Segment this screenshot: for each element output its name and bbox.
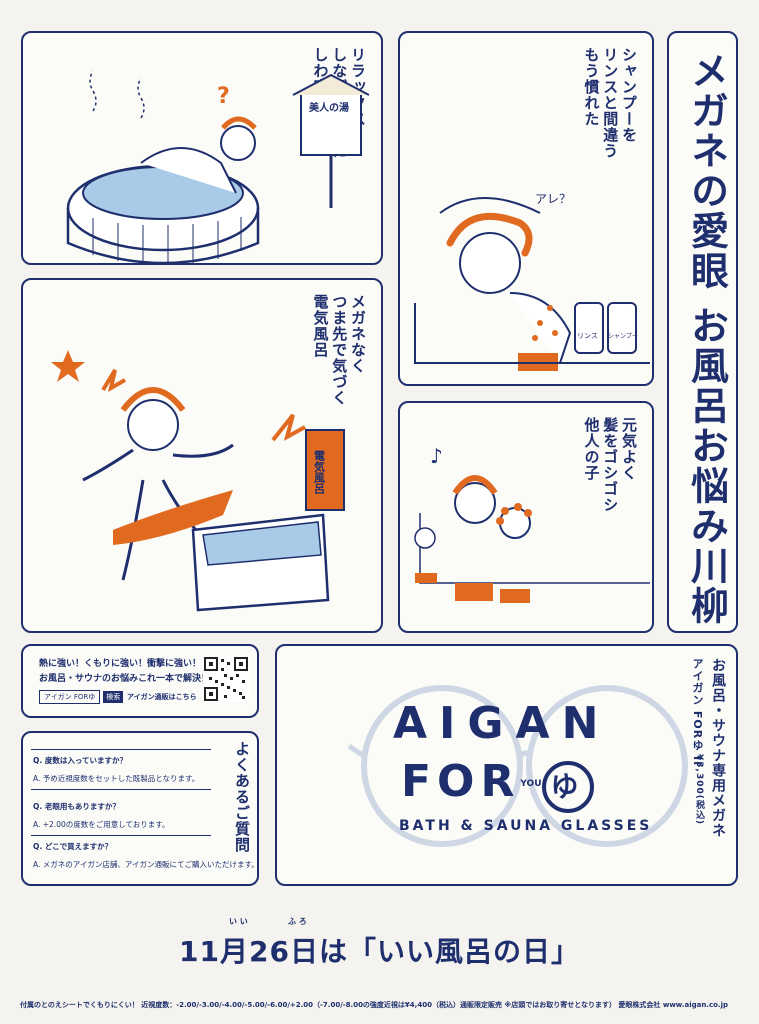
page-title: メガネの愛眼 お風呂お悩み川柳 — [684, 51, 729, 627]
sign-text: 美人の湯 — [309, 101, 349, 114]
svg-text:♪: ♪ — [430, 444, 443, 468]
verse-4-line-3: 他人の子 — [582, 417, 601, 481]
faq-divider — [31, 835, 211, 836]
faq-answer-1: A. 予め近視度数をセットした既製品となります。 — [33, 774, 200, 783]
search-box[interactable]: アイガン FORゆ 検索 — [39, 690, 124, 704]
glasses-illustration — [347, 685, 688, 847]
manga-panel-electric-bath: メガネなく つま先で気づく 電気風呂 電気風呂 — [21, 278, 383, 633]
verse-2-line-3: もう慣れた — [582, 47, 601, 127]
logo-you: YOU — [520, 779, 542, 789]
manga-panel-kid: 元気よく 髪をゴシゴシ 他人の子 ♪ — [398, 401, 654, 633]
logo-for-text: FOR — [401, 756, 521, 807]
verse-2-line-1: シャンプーを — [620, 47, 638, 143]
logo-yu: ゆ — [541, 761, 594, 813]
faq-heading: よくあるご質問 — [233, 741, 251, 853]
bath-day-line: 11月26日は「いい風呂の日」 — [179, 935, 580, 968]
verse-4-line-2: 髪をゴシゴシ — [601, 417, 620, 513]
shop-link[interactable]: アイガン通販はこちら — [127, 693, 197, 701]
footer-notes: 付属のとのえシートでくもりにくい！ 近視度数：-2.00/-3.00/-4.00… — [20, 1001, 728, 1009]
verse-2: シャンプーを リンスと間違う もう慣れた — [582, 47, 639, 159]
verse-3-line-1: メガネなく — [349, 294, 367, 374]
electric-bath-sign: 電気風呂 — [313, 450, 326, 495]
faq-question-1: Q. 度数は入っていますか？ — [33, 756, 127, 765]
verse-2-line-2: リンスと間違う — [601, 47, 620, 159]
info-line-1: 熱に強い！くもりに強い！衝撃に強い！ — [39, 659, 202, 669]
electric-bath-illustration: 電気風呂 — [51, 350, 345, 612]
manga-panel-shampoo: シャンプーを リンスと間違う もう慣れた リンス シャンプー アレ？ — [398, 31, 654, 386]
qr-code-icon[interactable] — [203, 656, 249, 702]
product-tagline: お風呂・サウナ専用メガネ — [710, 658, 726, 838]
info-line-2: お風呂・サウナのお悩みこれ一本で解決！ — [39, 674, 211, 684]
product-name: アイガン FORゆ II — [691, 658, 704, 767]
search-input[interactable]: アイガン FORゆ — [39, 690, 101, 704]
title-panel: メガネの愛眼 お風呂お悩み川柳 — [667, 31, 738, 633]
product-subtitle: BATH & SAUNA GLASSES — [399, 818, 653, 834]
search-button[interactable]: 検索 — [103, 691, 124, 703]
product-panel: お風呂・サウナ専用メガネ アイガン FORゆ II ¥3,300(税込) AIG… — [275, 644, 738, 886]
bottle-shampoo-label: シャンプー — [608, 333, 638, 340]
verse-3-line-2: つま先で気づく — [330, 294, 349, 406]
kid-illustration: ♪ — [414, 444, 650, 603]
bath-illustration: ? 美人の湯 — [66, 70, 370, 263]
faq-question-3: Q. どこで買えますか？ — [33, 842, 113, 851]
logo-aigan: AIGAN — [393, 698, 611, 749]
faq-answer-2: A. +2.00の度数をご用意しております。 — [33, 820, 170, 829]
product-price: ¥3,300(税込) — [694, 754, 704, 825]
faq-question-2: Q. 老眼用もありますか？ — [33, 802, 120, 811]
faq-divider — [31, 749, 211, 750]
bottle-rinse-label: リンス — [577, 332, 598, 340]
faq-answer-3: A. メガネのアイガン店舗、アイガン通販にてご購入いただけます。 — [33, 860, 259, 869]
manga-panel-relax: リラックス しながら眉間に しわ寄せる ? 美人の湯 — [21, 31, 383, 265]
faq-divider — [31, 789, 211, 790]
ruby-ii: い い — [229, 917, 248, 926]
shampoo-illustration: リンス シャンプー アレ？ — [414, 192, 650, 371]
verse-4-line-1: 元気よく — [620, 417, 638, 481]
svg-text:?: ? — [217, 84, 230, 109]
verse-4: 元気よく 髪をゴシゴシ 他人の子 — [582, 417, 639, 513]
info-panel: 熱に強い！くもりに強い！衝撃に強い！ お風呂・サウナのお悩みこれ一本で解決！ ア… — [21, 644, 259, 718]
ruby-furo: ふ ろ — [288, 917, 307, 926]
verse-3: メガネなく つま先で気づく 電気風呂 — [311, 294, 368, 406]
faq-panel: Q. 度数は入っていますか？ A. 予め近視度数をセットした既製品となります。 … — [21, 731, 259, 886]
speech-bubble: アレ？ — [535, 192, 571, 206]
verse-3-line-3: 電気風呂 — [311, 294, 330, 358]
